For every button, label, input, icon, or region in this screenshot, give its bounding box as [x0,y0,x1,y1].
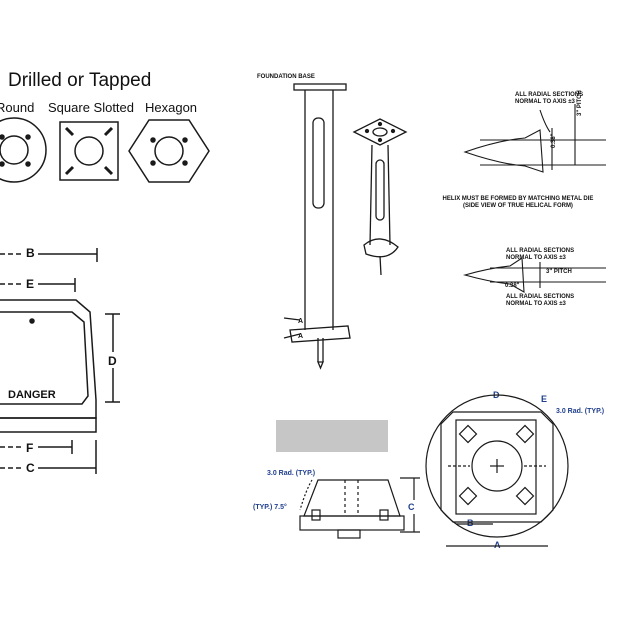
shape-label-hexagon: Hexagon [145,100,198,115]
dim-label-base-a: A [494,540,501,550]
angle-label: (TYP.) 7.5° [253,504,287,511]
rad-label-right: 3.0 Rad. (TYP.) [556,408,605,415]
concrete-base-side-view [299,477,420,539]
dim-label-d: D [108,354,117,368]
dim-label-mid: 0.38" [505,283,520,289]
section-label-a-bottom: A [298,333,304,340]
dim-label-c: C [26,461,35,475]
rad-label-left: 3.0 Rad. (TYP.) [267,470,316,477]
radial-note-mid-line1: ALL RADIAL SECTIONS [506,248,575,254]
dim-label-e: E [26,277,35,291]
shape-label-round: Round [0,100,35,115]
dim-label-b: B [26,246,35,260]
square-slotted-flange-icon [59,121,119,181]
helix-note-line1: HELIX MUST BE FORMED BY MATCHING METAL D… [442,196,594,202]
round-flange-icon [0,117,47,183]
radial-note-mid: ALL RADIAL SECTIONS NORMAL TO AXIS ±3 [506,248,574,262]
helix-note-line2: (SIDE VIEW OF TRUE HELICAL FORM) [463,203,573,209]
radial-note-mid-line2: NORMAL TO AXIS ±3 [506,255,566,261]
section-label-a-top: A [298,318,304,325]
radial-note-bottom-line1: ALL RADIAL SECTIONS [506,294,575,300]
radial-note-top: ALL RADIAL SECTIONS NORMAL TO AXIS ±3 [515,92,583,106]
cabinet-drawing [0,248,120,474]
radial-note-bottom: ALL RADIAL SECTIONS NORMAL TO AXIS ±3 [506,294,574,308]
helical-anchor-side-view [283,83,351,370]
dim-label-base-c: C [408,502,415,512]
foundation-base-label: FOUNDATION BASE [257,74,315,80]
helix-note: HELIX MUST BE FORMED BY MATCHING METAL D… [430,196,606,210]
radial-note-bottom-line2: NORMAL TO AXIS ±3 [506,301,566,307]
helical-anchor-isometric [352,118,408,276]
gray-block [276,420,388,452]
pitch-label-mid: 3" PITCH [546,269,572,275]
dim-label-f: F [26,441,34,455]
dim-label-base-b: B [467,518,474,528]
helix-detail-mid [462,257,606,293]
dim-label-base-e: E [541,394,548,404]
hexagon-flange-icon [128,119,210,183]
drilled-or-tapped-title: Drilled or Tapped [8,70,152,91]
concrete-base-top-view [425,394,569,547]
radial-note-top-line1: ALL RADIAL SECTIONS [515,92,584,98]
danger-plate-text: DANGER [8,389,56,401]
radial-note-top-line2: NORMAL TO AXIS ±3 [515,99,575,105]
shape-label-square-slotted: Square Slotted [48,100,135,115]
helix-detail-top [463,104,606,173]
